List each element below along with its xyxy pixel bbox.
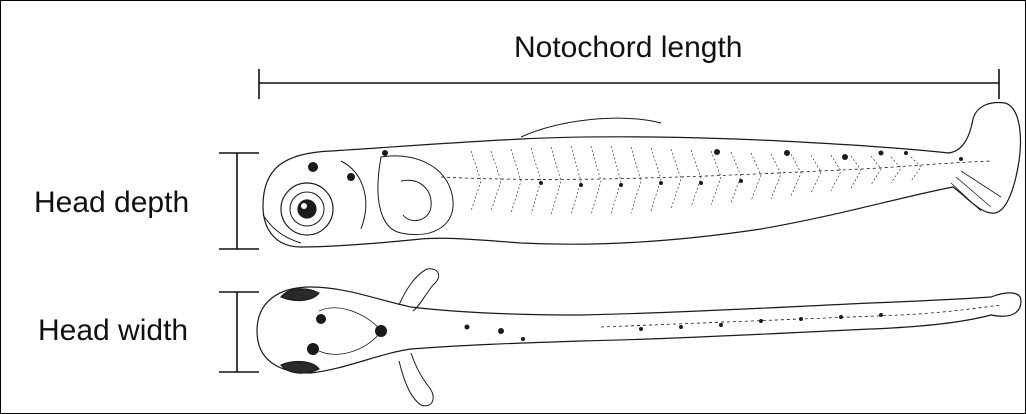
dorsal-eye-bottom [281,362,319,374]
lateral-myomeres [471,146,921,215]
lateral-body-outline [263,103,1020,247]
lateral-eye-pupil [298,200,316,218]
dorsal-pectoral-fin-top [399,269,439,311]
larva-dorsal-view [257,269,1021,406]
lateral-pigment-spots [308,149,963,187]
head-width-bracket [219,292,259,372]
larva-lateral-view [263,103,1020,247]
dorsal-pectoral-fin-bottom [399,353,433,406]
dorsal-brain [319,308,381,354]
lateral-fin-fold-top [521,118,661,137]
dorsal-pigment-spots [307,313,883,355]
notochord-length-bracket [259,69,999,99]
lateral-gut [378,156,453,235]
dorsal-body-outline [257,287,1021,373]
head-depth-bracket [219,153,259,249]
lateral-operculum [341,161,366,229]
lateral-yolk [401,180,431,220]
